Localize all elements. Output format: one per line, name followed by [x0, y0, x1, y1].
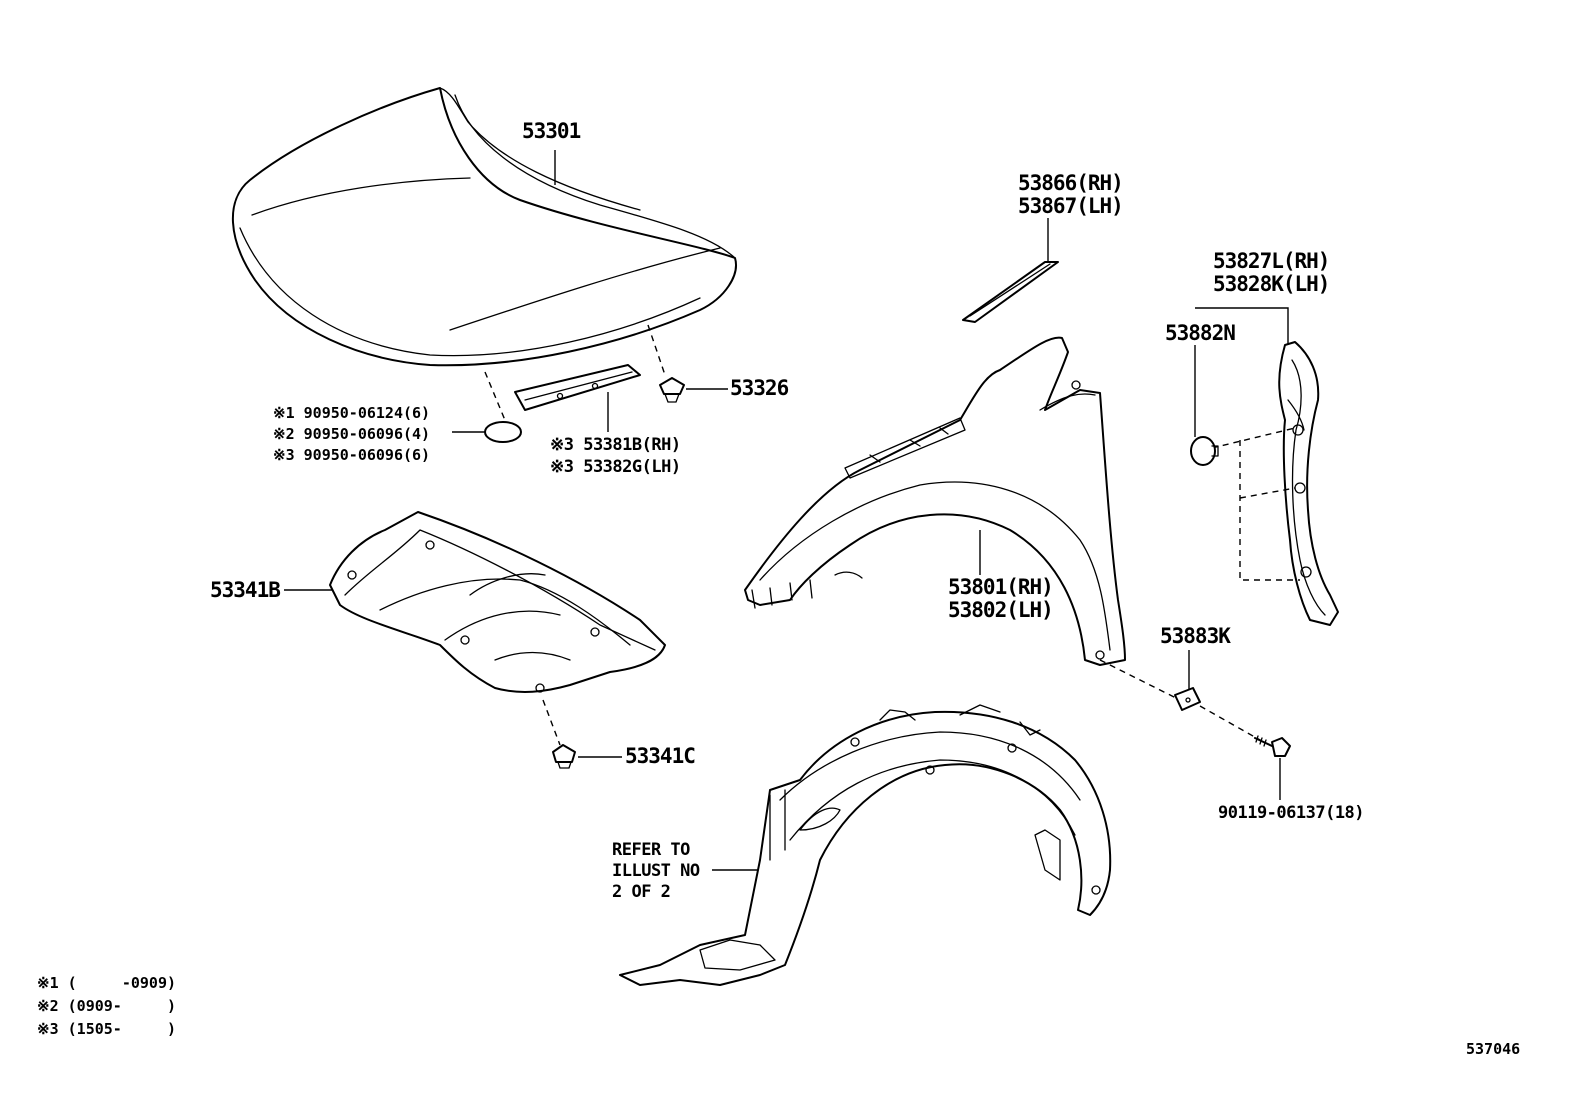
- label-refer-3: 2 OF 2: [612, 882, 671, 902]
- footnotes: ※1 ( -0909) ※2 (0909- ) ※3 (1505- ): [37, 972, 176, 1041]
- clip-53341c: [552, 744, 576, 769]
- bracket-dash-grommet: [1211, 427, 1296, 449]
- label-hood-seal-3: ※3 90950-06096(6): [273, 446, 431, 464]
- footnote-2: ※2 (0909- ): [37, 997, 176, 1015]
- fender-seal-strip: [962, 261, 1059, 323]
- footnote-3: ※3 (1505- ): [37, 1020, 176, 1038]
- label-fender-rh: 53801(RH): [948, 575, 1054, 599]
- label-hood-seal-2: ※2 90950-06096(4): [273, 425, 431, 443]
- clip-53326: [659, 377, 685, 403]
- label-clip-53326: 53326: [730, 376, 789, 400]
- hood-insulator: [329, 511, 666, 693]
- leader-bolt-dash: [1199, 705, 1261, 741]
- leader-clip-dash: [647, 324, 666, 376]
- label-fender-group: 53801(RH) 53802(LH): [948, 575, 1054, 622]
- footnote-1: ※1 ( -0909): [37, 974, 176, 992]
- label-bolt: 90119-06137(18): [1218, 803, 1365, 823]
- label-seal-strip-group: ※3 53381B(RH) ※3 53382G(LH): [550, 434, 681, 478]
- label-grommet: 53882N: [1165, 321, 1236, 345]
- label-fender-seal-group: 53866(RH) 53867(LH): [1018, 171, 1124, 218]
- label-refer-1: REFER TO: [612, 840, 690, 860]
- label-seal-lh: ※3 53382G(LH): [550, 457, 681, 477]
- label-fender-seal-lh: 53867(LH): [1018, 194, 1124, 218]
- label-insulator: 53341B: [210, 578, 281, 602]
- leader-nut-dash: [1099, 659, 1181, 701]
- label-hood-seal-1: ※1 90950-06124(6): [273, 404, 431, 422]
- front-fender: [744, 336, 1126, 666]
- leader-clip-53341c-dash: [542, 699, 561, 746]
- fender-liner: [619, 704, 1112, 986]
- label-seal-rh: ※3 53381B(RH): [550, 435, 681, 455]
- bolt-90119: [1254, 735, 1291, 757]
- label-refer-2: ILLUST NO: [612, 861, 700, 881]
- hood-seal-strip: [514, 364, 641, 411]
- diagram-id: 537046: [1466, 1040, 1521, 1058]
- bracket-dash-vertical: [1239, 440, 1300, 581]
- grommet-53882n: [1190, 436, 1219, 466]
- label-bracket-rh: 53827L(RH): [1213, 249, 1330, 273]
- clip-nut-53883k: [1174, 687, 1201, 711]
- hood-seal-pad: [484, 421, 522, 443]
- label-clip-53341c: 53341C: [625, 744, 696, 768]
- leader-seal-pad-dash: [484, 371, 508, 426]
- fender-bracket: [1278, 341, 1339, 626]
- label-fender-lh: 53802(LH): [948, 598, 1054, 622]
- label-bracket-lh: 53828K(LH): [1213, 272, 1330, 296]
- label-refer-group: REFER TO ILLUST NO 2 OF 2: [612, 840, 700, 903]
- leader-bracket: [1195, 307, 1289, 345]
- label-hood-seal-group: ※1 90950-06124(6) ※2 90950-06096(4) ※3 9…: [273, 403, 430, 466]
- label-bracket-group: 53827L(RH) 53828K(LH): [1213, 249, 1330, 296]
- label-nut: 53883K: [1160, 624, 1231, 648]
- bracket-dash-mid: [1239, 487, 1296, 499]
- label-hood: 53301: [522, 119, 581, 143]
- label-fender-seal-rh: 53866(RH): [1018, 171, 1124, 195]
- hood-panel: [231, 87, 737, 367]
